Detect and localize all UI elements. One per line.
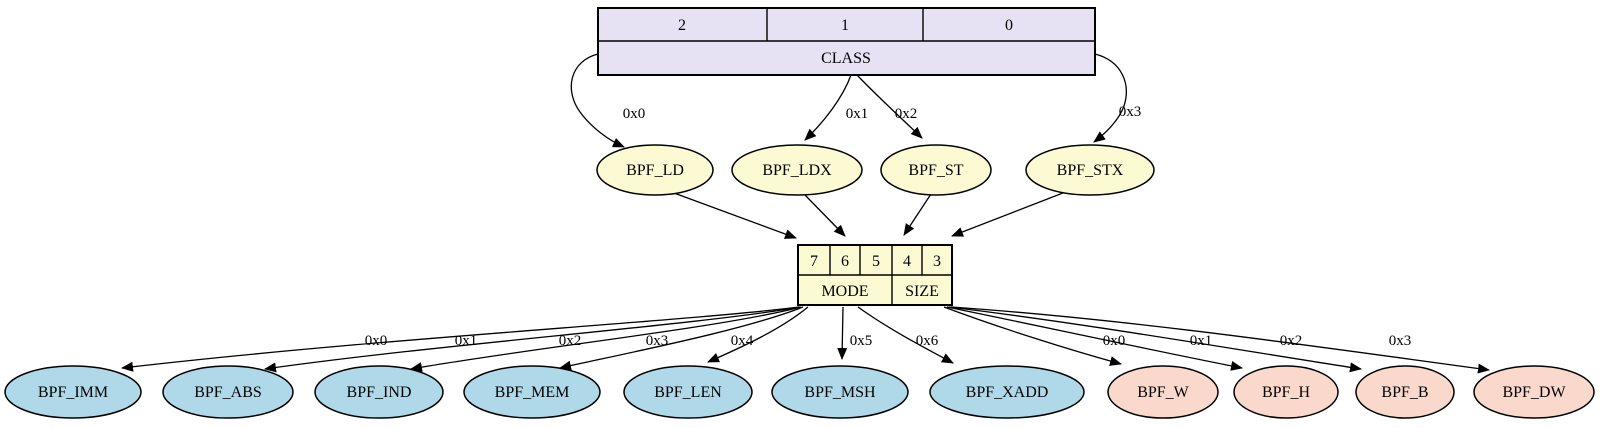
edge-label-mode-0x3: 0x3 [646, 333, 669, 349]
modesize-node: 7 6 5 4 3 MODE SIZE [797, 244, 953, 306]
mode-edges: 0x0 0x1 0x2 0x3 0x4 0x5 0x6 [121, 306, 954, 373]
edge-label-class-0x3: 0x3 [1119, 104, 1142, 120]
node-bpf-ind-label: BPF_IND [347, 384, 412, 401]
edge-label-class-0x0: 0x0 [623, 106, 646, 122]
node-bpf-msh [771, 365, 909, 419]
edge-size-bpf-dw [950, 306, 1490, 374]
node-bpf-dw [1473, 365, 1595, 419]
edge-size-bpf-w [943, 306, 1122, 366]
node-bpf-abs [162, 365, 294, 419]
modesize-bit-6: 6 [841, 253, 849, 270]
opcode-nodes: BPF_LD BPF_LDX BPF_ST BPF_STX [596, 144, 1155, 196]
edge-mode-bpf-imm [121, 306, 800, 372]
node-bpf-b-label: BPF_B [1381, 384, 1428, 401]
class-bit-0: 0 [1005, 17, 1013, 34]
node-bpf-dw-label: BPF_DW [1502, 384, 1566, 401]
node-bpf-w-label: BPF_W [1137, 384, 1189, 401]
class-node-label: CLASS [821, 50, 871, 67]
node-bpf-imm-label: BPF_IMM [38, 384, 108, 401]
size-edges: 0x0 0x1 0x2 0x3 [943, 306, 1490, 374]
edge-mode-bpf-ind [410, 306, 802, 373]
node-bpf-xadd [929, 365, 1085, 419]
edge-mode-bpf-xadd [857, 306, 954, 364]
node-bpf-ldx-label: BPF_LDX [762, 162, 832, 179]
node-bpf-ldx [731, 144, 863, 196]
edge-label-size-0x3: 0x3 [1389, 333, 1412, 349]
node-bpf-ld [596, 144, 714, 196]
edge-label-mode-0x1: 0x1 [455, 333, 478, 349]
class-bit-1: 1 [841, 17, 849, 34]
edge-mode-bpf-mem [559, 306, 804, 371]
node-bpf-xadd-label: BPF_XADD [966, 384, 1049, 401]
edge-size-bpf-b [948, 306, 1362, 373]
mode-nodes: BPF_IMM BPF_ABS BPF_IND BPF_MEM BPF_LEN … [4, 365, 1085, 419]
edge-class-bpf-st [856, 74, 923, 139]
edge-label-class-0x1: 0x1 [846, 106, 869, 122]
node-bpf-len [623, 365, 753, 419]
edge-label-size-0x1: 0x1 [1190, 333, 1213, 349]
edge-mode-bpf-len [707, 306, 809, 363]
node-bpf-st-label: BPF_ST [908, 162, 963, 179]
node-bpf-stx-label: BPF_STX [1057, 162, 1124, 179]
node-bpf-mem [463, 365, 601, 419]
edge-class-bpf-ldx [804, 74, 852, 141]
node-bpf-ld-label: BPF_LD [626, 162, 684, 179]
modesize-bit-7: 7 [810, 253, 818, 270]
node-bpf-msh-label: BPF_MSH [804, 384, 876, 401]
edge-label-mode-0x0: 0x0 [365, 333, 388, 349]
edge-bpf-ldx-modesize [803, 193, 846, 237]
modesize-bit-5: 5 [872, 253, 880, 270]
size-nodes: BPF_W BPF_H BPF_B BPF_DW [1107, 365, 1595, 419]
node-bpf-w [1107, 365, 1219, 419]
node-bpf-h [1233, 365, 1339, 419]
edge-label-class-0x2: 0x2 [895, 106, 918, 122]
node-bpf-h-label: BPF_H [1262, 384, 1310, 401]
edge-label-mode-0x5: 0x5 [850, 333, 873, 349]
modesize-bit-4: 4 [903, 253, 911, 270]
node-bpf-b [1355, 365, 1455, 419]
node-bpf-imm [4, 365, 142, 419]
node-bpf-st [880, 144, 992, 196]
edge-size-bpf-h [946, 306, 1243, 371]
node-bpf-len-label: BPF_LEN [654, 384, 722, 401]
edge-label-size-0x0: 0x0 [1103, 333, 1126, 349]
node-bpf-stx [1025, 144, 1155, 196]
edge-label-size-0x2: 0x2 [1280, 333, 1303, 349]
edge-mode-bpf-abs [264, 306, 801, 373]
node-bpf-mem-label: BPF_MEM [495, 384, 570, 401]
class-node: 2 1 0 CLASS [597, 7, 1096, 76]
edge-label-mode-0x2: 0x2 [559, 333, 582, 349]
edge-label-mode-0x4: 0x4 [731, 333, 754, 349]
size-section-label: SIZE [905, 283, 939, 300]
edge-label-mode-0x6: 0x6 [916, 333, 939, 349]
edge-class-bpf-ld [570, 53, 625, 148]
node-bpf-abs-label: BPF_ABS [194, 384, 262, 401]
edge-bpf-stx-modesize [951, 190, 1069, 237]
class-edges: 0x0 0x1 0x2 0x3 [570, 53, 1142, 148]
edge-mode-bpf-msh [837, 306, 848, 360]
edge-class-bpf-stx [1093, 53, 1127, 143]
edge-bpf-st-modesize [903, 193, 932, 236]
node-bpf-ind [314, 365, 444, 419]
opcode-to-modesize-edges [673, 190, 1069, 239]
mode-section-label: MODE [821, 283, 868, 300]
class-bit-2: 2 [678, 17, 686, 34]
edge-bpf-ld-modesize [673, 192, 797, 239]
modesize-bit-3: 3 [933, 253, 941, 270]
